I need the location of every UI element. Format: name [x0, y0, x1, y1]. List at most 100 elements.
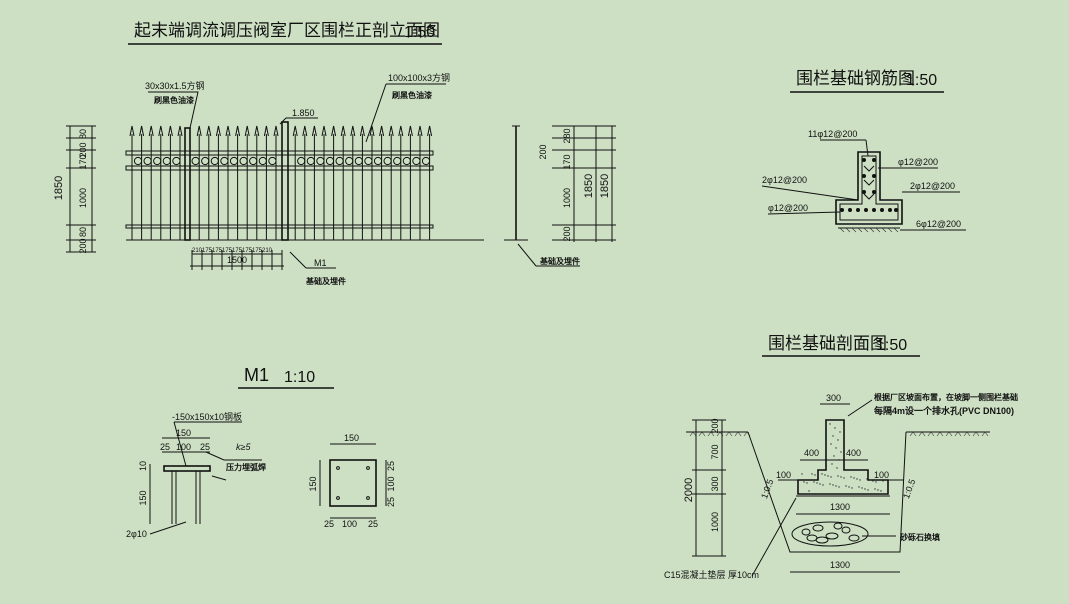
- rebar-label-top: 11φ12@200: [808, 129, 857, 139]
- concrete-speckle-dot: [859, 479, 861, 481]
- upper-rail: [125, 150, 434, 156]
- big-post-spec: 100x100x3方钢: [388, 72, 450, 83]
- m1-plan-hole-4: [366, 496, 370, 500]
- concrete-speckle-dot: [831, 463, 833, 465]
- height-mark-leader: [279, 117, 318, 125]
- fence-ring: [258, 156, 267, 166]
- rebar-label-right2: 2φ12@200: [910, 181, 955, 191]
- fence-ring: [133, 156, 143, 166]
- concrete-speckle-dot: [848, 486, 850, 488]
- rebar-bar: [888, 208, 892, 212]
- m1-tag: M1: [314, 258, 327, 268]
- concrete-speckle-dot: [803, 481, 805, 483]
- rebar-stirrup: [839, 155, 899, 221]
- section-title-text: 围栏基础剖面图: [768, 334, 887, 354]
- rebar-hatch-stroke: [881, 227, 887, 233]
- vdim-80-top: 80: [78, 129, 88, 139]
- fence-picket-tip: [311, 125, 317, 137]
- concrete-speckle-dot: [834, 427, 836, 429]
- m1-title-scale: 1:10: [284, 369, 315, 386]
- side-vdim-1000: 1000: [562, 188, 572, 208]
- fence-ring: [191, 156, 200, 166]
- concrete-speckle-dot: [814, 474, 816, 476]
- concrete-speckle-dot: [875, 481, 877, 483]
- rebar-leader-left1: [761, 185, 859, 201]
- concrete-speckle-dot: [840, 476, 842, 478]
- rebar-bar: [840, 208, 844, 212]
- fence-picket-tip: [235, 125, 241, 137]
- fence-ring: [172, 156, 181, 166]
- gravel-stone: [815, 536, 829, 544]
- fence-picket-tip: [407, 125, 413, 137]
- elevation-title: 起末端调流调压阀室厂区围栏正剖立面图 1:50: [128, 21, 442, 45]
- dim-100-right: 100: [874, 470, 889, 480]
- concrete-speckle-dot: [861, 487, 863, 489]
- side-vdim-200-bottom: 200: [562, 226, 572, 241]
- spacing-dim-label: 210: [262, 248, 273, 254]
- fence-picket-tip: [359, 125, 365, 137]
- vdim-80-bottom: 80: [78, 227, 88, 237]
- fence-ring: [412, 156, 421, 166]
- concrete-speckle-dot: [850, 476, 852, 478]
- fence-picket-tip: [273, 125, 279, 137]
- m1-plate-leader: [173, 421, 187, 467]
- fence-picket-tip: [350, 125, 356, 137]
- concrete-speckle-dot: [821, 473, 823, 475]
- m1-title: M1 1:10: [238, 365, 334, 389]
- small-post-spec: 30x30x1.5方钢: [145, 80, 205, 91]
- m1-dim-25-left: 25: [160, 442, 170, 452]
- fence-ring: [249, 156, 258, 166]
- concrete-speckle-dot: [824, 474, 826, 476]
- rebar-bar: [880, 208, 884, 212]
- fence-ring: [201, 156, 210, 166]
- vdim-200-top: 200: [78, 142, 88, 157]
- dim-400-left: 400: [804, 448, 819, 458]
- rebar-label-left1: 2φ12@200: [762, 175, 807, 185]
- concrete-speckle-dot: [840, 451, 842, 453]
- footing-outline: [797, 419, 889, 495]
- concrete-speckle-dot: [853, 477, 855, 479]
- m1-plan-25-a: 25: [386, 461, 396, 471]
- side-vdim-170: 170: [562, 154, 572, 169]
- rebar-bar: [864, 208, 868, 212]
- fence-pickets: [129, 125, 433, 240]
- concrete-speckle-dot: [827, 475, 829, 477]
- gravel-pocket: [791, 521, 869, 547]
- concrete-speckle: [801, 423, 884, 492]
- fence-picket-tip: [417, 125, 423, 137]
- rebar-bar: [862, 158, 866, 162]
- cushion-leader: [751, 497, 797, 577]
- vdim-1000: 1000: [78, 188, 88, 208]
- fence-picket-tip: [379, 125, 385, 137]
- small-post: [184, 127, 191, 241]
- fence-side-view: 200 280 170 1000 200 1850 1850 基础及埋件: [504, 125, 616, 267]
- rebar-hatch-stroke: [869, 227, 875, 233]
- small-post-leader: [148, 91, 199, 129]
- fence-ring: [393, 156, 402, 166]
- dim-400-right: 400: [846, 448, 861, 458]
- rebar-bar: [872, 158, 876, 162]
- fence-elevation: 30x30x1.5方钢 刷黑色油漆 100x100x3方钢 刷黑色油漆 1.85…: [53, 72, 484, 286]
- spacing-dim-label: 175: [222, 248, 233, 254]
- m1-plan-150-left: 150: [308, 476, 318, 491]
- rebar-label-left2: φ12@200: [768, 203, 808, 213]
- concrete-speckle-dot: [829, 483, 831, 485]
- fence-picket-tip: [177, 125, 183, 137]
- m1-plan-25-b: 25: [386, 497, 396, 507]
- concrete-speckle-dot: [877, 489, 879, 491]
- rebar-bar: [862, 190, 866, 194]
- m1-plan-bottom-100: 100: [342, 519, 357, 529]
- concrete-speckle-dot: [867, 489, 869, 491]
- rebar-hatch-stroke: [893, 227, 899, 233]
- concrete-speckle-dot: [864, 488, 866, 490]
- concrete-speckle-dot: [880, 490, 882, 492]
- spacing-dim-label: 175: [252, 248, 263, 254]
- fence-picket-tip: [331, 125, 337, 137]
- ground-hatch-stroke: [909, 431, 917, 437]
- ground-hatch-stroke: [945, 431, 953, 437]
- ground-hatch-stroke: [972, 431, 980, 437]
- spacing-dim-label: 175: [202, 248, 213, 254]
- side-foundation-leader: [517, 243, 537, 267]
